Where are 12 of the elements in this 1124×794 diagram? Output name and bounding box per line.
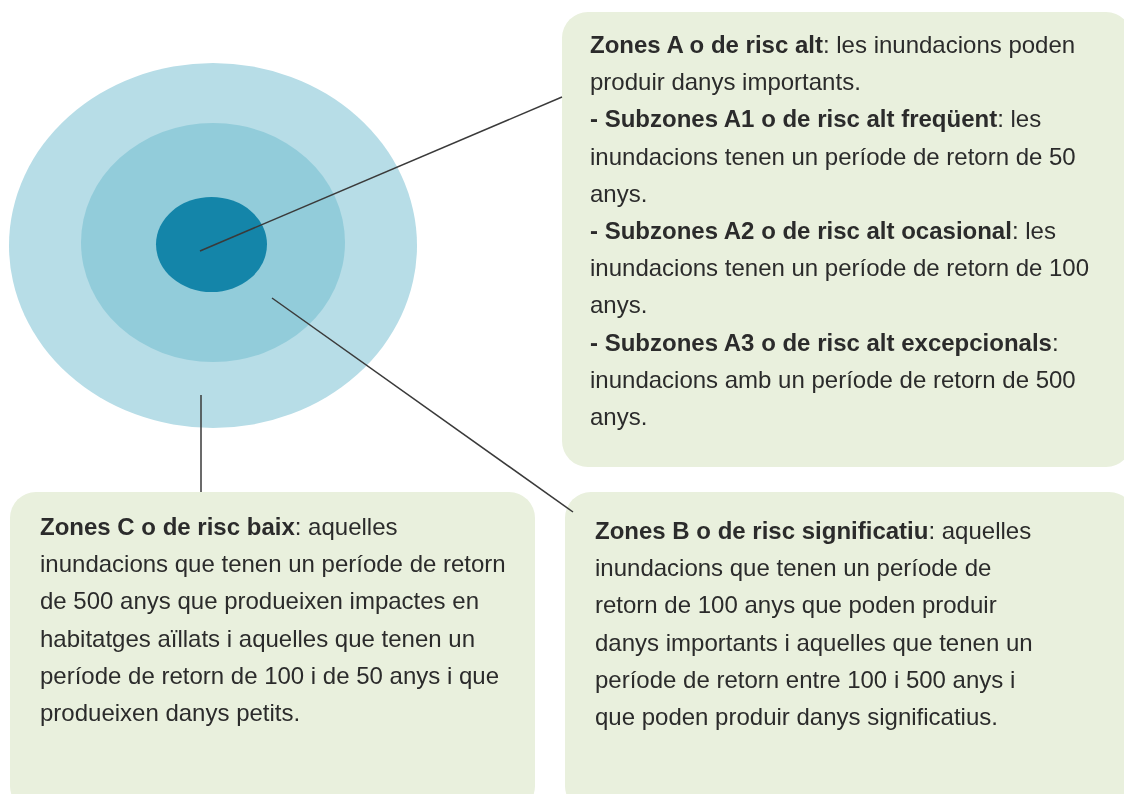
- text-box: [10, 492, 535, 794]
- description-text: Zones B o de risc significatiu: aquelles inundacions que tenen un període de retorn de 100 anys que poden produir danys importants i aquelles que tenen un període de retorn entre 100 i 500 anys i que poden produir danys significatius.: [595, 516, 1034, 732]
- leader-line: [200, 394, 202, 493]
- description-text: - Subzones A3 o de risc alt excepcionals: inundacions amb un període de retorn de 500 anys.: [590, 327, 1077, 433]
- description-text: Zones C o de risc baix: aquelles inundacions que tenen un període de retorn de 500 anys que produeixen impactes en habitatges aïllats i aquelles que tenen un període de retorn de 100 i de 50 anys i que produeixen danys petits.: [40, 512, 507, 728]
- leader-line: [199, 96, 563, 252]
- leader-line: [271, 297, 574, 513]
- text-box: [562, 12, 1124, 467]
- text-box: [565, 492, 1124, 794]
- description-text: - Subzones A2 o de risc alt ocasional: les inundacions tenen un període de retorn de 100 anys.: [590, 216, 1091, 321]
- description-text: Zones A o de risc alt: les inundacions poden produir danys importants.: [590, 30, 1077, 98]
- description-text: - Subzones A1 o de risc alt freqüent: les inundacions tenen un període de retorn de 50 anys.: [590, 104, 1077, 209]
